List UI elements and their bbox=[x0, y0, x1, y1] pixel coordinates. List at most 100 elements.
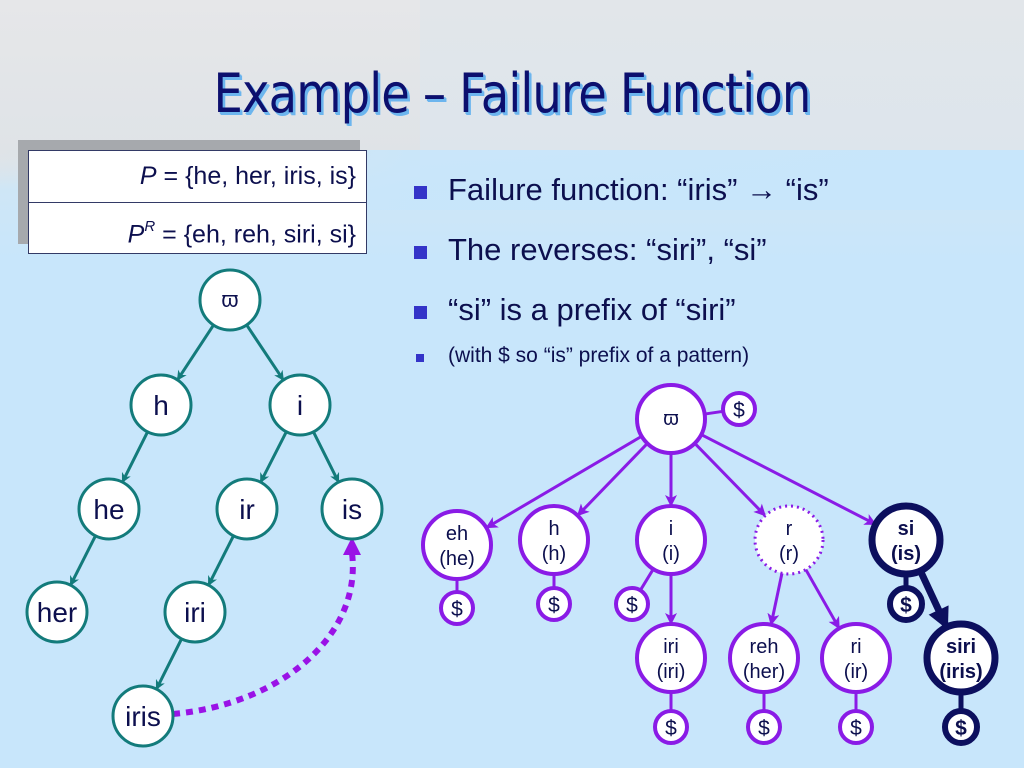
rtrie-node-r: r(r) bbox=[753, 504, 825, 576]
trie-node-h: h bbox=[129, 373, 193, 437]
trie-node-is: is bbox=[320, 477, 384, 541]
trie-node-circle bbox=[198, 268, 262, 332]
rtrie-node-siri: siri(iris) bbox=[923, 620, 999, 696]
rtrie-node-circle bbox=[753, 504, 825, 576]
dollar-icon: $ bbox=[665, 717, 677, 740]
rtrie-node-ri: ri(ir) bbox=[820, 622, 892, 694]
end-marker-circle bbox=[838, 709, 874, 745]
end-marker-iri: $ bbox=[653, 709, 689, 745]
square-bullet-icon bbox=[416, 354, 424, 362]
bullet-item: “si” is a prefix of “siri” bbox=[412, 292, 829, 352]
dollar-icon: $ bbox=[733, 399, 745, 422]
square-bullet-icon bbox=[414, 246, 427, 259]
dollar-icon: $ bbox=[955, 717, 967, 740]
end-marker-eh: $ bbox=[439, 590, 475, 626]
trie-node-label: iri bbox=[184, 597, 206, 628]
rtrie-node-original: (her) bbox=[743, 661, 785, 683]
bullet-item: Failure function: “iris” → “is” bbox=[412, 172, 829, 232]
rtrie-node-circle bbox=[728, 622, 800, 694]
trie-node-circle bbox=[215, 477, 279, 541]
end-marker-si: $ bbox=[887, 585, 925, 623]
rtrie-node-original: (r) bbox=[779, 543, 799, 565]
dollar-icon: $ bbox=[900, 594, 912, 617]
trie-node-circle bbox=[163, 580, 227, 644]
trie-node-label: ϖ bbox=[221, 287, 238, 312]
pattern-set-values: = {he, her, iris, is} bbox=[156, 162, 356, 190]
end-marker-circle bbox=[614, 586, 650, 622]
trie-node-he: he bbox=[77, 477, 141, 541]
rtrie-node-circle bbox=[820, 622, 892, 694]
rtrie-node-circle bbox=[923, 620, 999, 696]
trie-node-iris: iris bbox=[111, 684, 175, 748]
end-marker-h: $ bbox=[536, 586, 572, 622]
rtrie-node-label: eh bbox=[446, 523, 468, 545]
trie-node-label: iris bbox=[125, 701, 161, 732]
end-marker-ri: $ bbox=[838, 709, 874, 745]
trie-node-her: her bbox=[25, 580, 89, 644]
trie-node-iri: iri bbox=[163, 580, 227, 644]
rtrie-node-circle bbox=[635, 622, 707, 694]
trie-node-circle bbox=[320, 477, 384, 541]
pattern-symbol: P bbox=[139, 162, 157, 190]
trie-node-ir: ir bbox=[215, 477, 279, 541]
end-marker-circle bbox=[653, 709, 689, 745]
rtrie-node-si: si(is) bbox=[868, 502, 944, 578]
rtrie-edge-root-eh bbox=[485, 434, 643, 529]
rtrie-node-i: i(i) bbox=[635, 504, 707, 576]
end-marker-circle bbox=[721, 391, 757, 427]
trie-node-label: is bbox=[342, 494, 362, 525]
rtrie-node-eh: eh (he) bbox=[421, 509, 493, 581]
failure-link-arrowhead-icon bbox=[343, 537, 361, 555]
sub-bullet-item: (with $ so “is” prefix of a pattern) bbox=[412, 344, 829, 374]
reversed-pattern-set-row: PR = {eh, reh, siri, si} bbox=[29, 202, 366, 253]
trie-node-label: i bbox=[297, 390, 303, 421]
trie-node-label: ir bbox=[239, 494, 255, 525]
failure-link-iris-is bbox=[172, 552, 356, 717]
dollar-icon: $ bbox=[850, 717, 862, 740]
end-marker-connector bbox=[704, 409, 724, 416]
rtrie-edge-root-si bbox=[700, 433, 877, 526]
rtrie-node-label: iri bbox=[663, 636, 679, 658]
trie-node-label: he bbox=[93, 494, 124, 525]
end-marker-siri: $ bbox=[942, 708, 980, 746]
rtrie-node-iri: iri (iri) bbox=[635, 622, 707, 694]
trie-node-i: i bbox=[268, 373, 332, 437]
pattern-set-row: P = {he, her, iris, is} bbox=[29, 151, 366, 202]
rtrie-node-circle bbox=[635, 383, 707, 455]
bullet-item: The reverses: “siri”, “si” bbox=[412, 232, 829, 292]
square-bullet-icon bbox=[414, 306, 427, 319]
trie-edge-iri-iris bbox=[155, 638, 183, 691]
trie-node-circle bbox=[129, 373, 193, 437]
end-marker-i: $ bbox=[614, 586, 650, 622]
end-marker-circle bbox=[746, 709, 782, 745]
dollar-icon: $ bbox=[626, 594, 638, 617]
reversed-pattern-symbol: P bbox=[127, 220, 145, 249]
rtrie-node-circle bbox=[518, 504, 590, 576]
rtrie-node-label: ri bbox=[850, 636, 861, 658]
trie-edge-root-h bbox=[176, 324, 215, 381]
rtrie-node-h: h (h) bbox=[518, 504, 590, 576]
bullet-text: Failure function: “iris” → “is” bbox=[448, 172, 829, 207]
trie-node-circle bbox=[25, 580, 89, 644]
trie-edge-he-her bbox=[69, 535, 97, 587]
rtrie-edge-root-r bbox=[693, 442, 766, 517]
trie-node-root: ϖ bbox=[198, 268, 262, 332]
rtrie-node-original: (he) bbox=[439, 548, 475, 570]
bullet-text: The reverses: “siri”, “si” bbox=[448, 232, 767, 267]
rtrie-node-label: si bbox=[898, 518, 915, 540]
end-marker-circle bbox=[536, 586, 572, 622]
trie-node-circle bbox=[268, 373, 332, 437]
rtrie-node-root: ϖ bbox=[635, 383, 707, 455]
rtrie-node-label: h bbox=[548, 518, 559, 540]
rtrie-edge-r-reh bbox=[767, 572, 784, 626]
rtrie-node-original: (h) bbox=[542, 543, 566, 565]
rtrie-node-label: reh bbox=[750, 636, 779, 658]
trie-edge-root-i bbox=[245, 324, 285, 381]
rtrie-node-original: (iri) bbox=[657, 661, 686, 683]
rtrie-node-label: siri bbox=[946, 636, 976, 658]
trie-edge-i-ir bbox=[259, 431, 288, 484]
rtrie-edge-root-h bbox=[576, 442, 649, 517]
rtrie-edge-si-siri bbox=[917, 569, 950, 630]
end-marker-circle bbox=[942, 708, 980, 746]
